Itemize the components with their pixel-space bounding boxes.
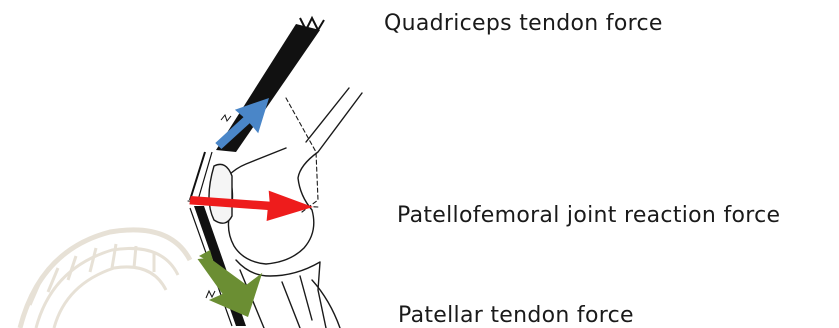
patellofemoral-joint-reaction-force-label: Patellofemoral joint reaction force — [397, 205, 780, 227]
patellar-force-arrow — [198, 258, 263, 317]
patella-outline — [209, 164, 232, 223]
patellofemoral-force-arrow — [189, 191, 313, 221]
patellar-tendon-force-label: Patellar tendon force — [398, 305, 634, 327]
force-arrows — [189, 98, 313, 317]
quadriceps-tendon-force-label: Quadriceps tendon force — [384, 13, 663, 35]
watermark-seal — [20, 230, 190, 328]
